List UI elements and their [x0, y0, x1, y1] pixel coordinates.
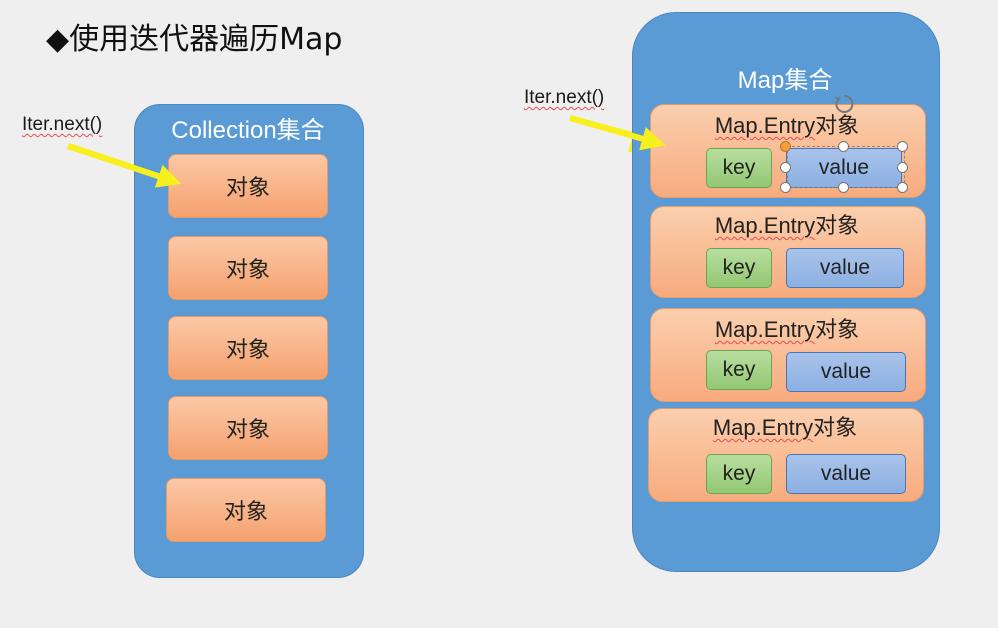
collection-object-5: 对象 — [166, 478, 326, 542]
selection-handle-top[interactable] — [838, 141, 849, 152]
collection-object-3: 对象 — [168, 316, 328, 380]
map-entry-4-title: Map.Entry对象 — [648, 410, 922, 442]
map-entry-2-title-suffix: 对象 — [815, 213, 860, 238]
map-entry-4-value: value — [786, 454, 906, 494]
selection-handle-left[interactable] — [780, 162, 791, 173]
map-entry-4-title-class: Map.Entry — [712, 415, 814, 440]
map-entry-3-key: key — [706, 350, 772, 390]
map-entry-3-title: Map.Entry对象 — [650, 312, 924, 344]
map-entry-1-title: Map.Entry对象 — [650, 108, 924, 140]
collection-title: Collection集合 — [171, 117, 325, 144]
map-entry-1-key: key — [706, 148, 772, 188]
map-entry-3-value: value — [786, 352, 906, 392]
left-iter-next-label: Iter.next() — [22, 114, 103, 135]
map-entry-4-key: key — [706, 454, 772, 494]
map-entry-2-title-class: Map.Entry — [714, 213, 816, 238]
map-entry-2-title: Map.Entry对象 — [650, 208, 924, 240]
map-entry-2-key: key — [706, 248, 772, 288]
map-entry-3-title-class: Map.Entry — [714, 317, 816, 342]
map-title: Map集合 — [737, 67, 833, 94]
selection-handle-right[interactable] — [897, 162, 908, 173]
selection-handle-bottom-left[interactable] — [780, 182, 791, 193]
map-entry-1-title-suffix: 对象 — [815, 113, 860, 138]
map-entry-4-title-suffix: 对象 — [813, 415, 858, 440]
collection-object-4: 对象 — [168, 396, 328, 460]
rotate-handle-icon[interactable] — [832, 92, 856, 116]
selection-handle-bottom[interactable] — [838, 182, 849, 193]
right-iter-next-label: Iter.next() — [524, 87, 605, 108]
collection-object-1: 对象 — [168, 154, 328, 218]
selection-handle-bottom-right[interactable] — [897, 182, 908, 193]
map-entry-2-value: value — [786, 248, 904, 288]
collection-object-2: 对象 — [168, 236, 328, 300]
slide-title: ◆使用迭代器遍历Map — [46, 22, 343, 57]
map-entry-3-title-suffix: 对象 — [815, 317, 860, 342]
selection-handle-adjust[interactable] — [780, 141, 791, 152]
selection-handle-top-right[interactable] — [897, 141, 908, 152]
map-entry-1-title-class: Map.Entry — [714, 113, 816, 138]
